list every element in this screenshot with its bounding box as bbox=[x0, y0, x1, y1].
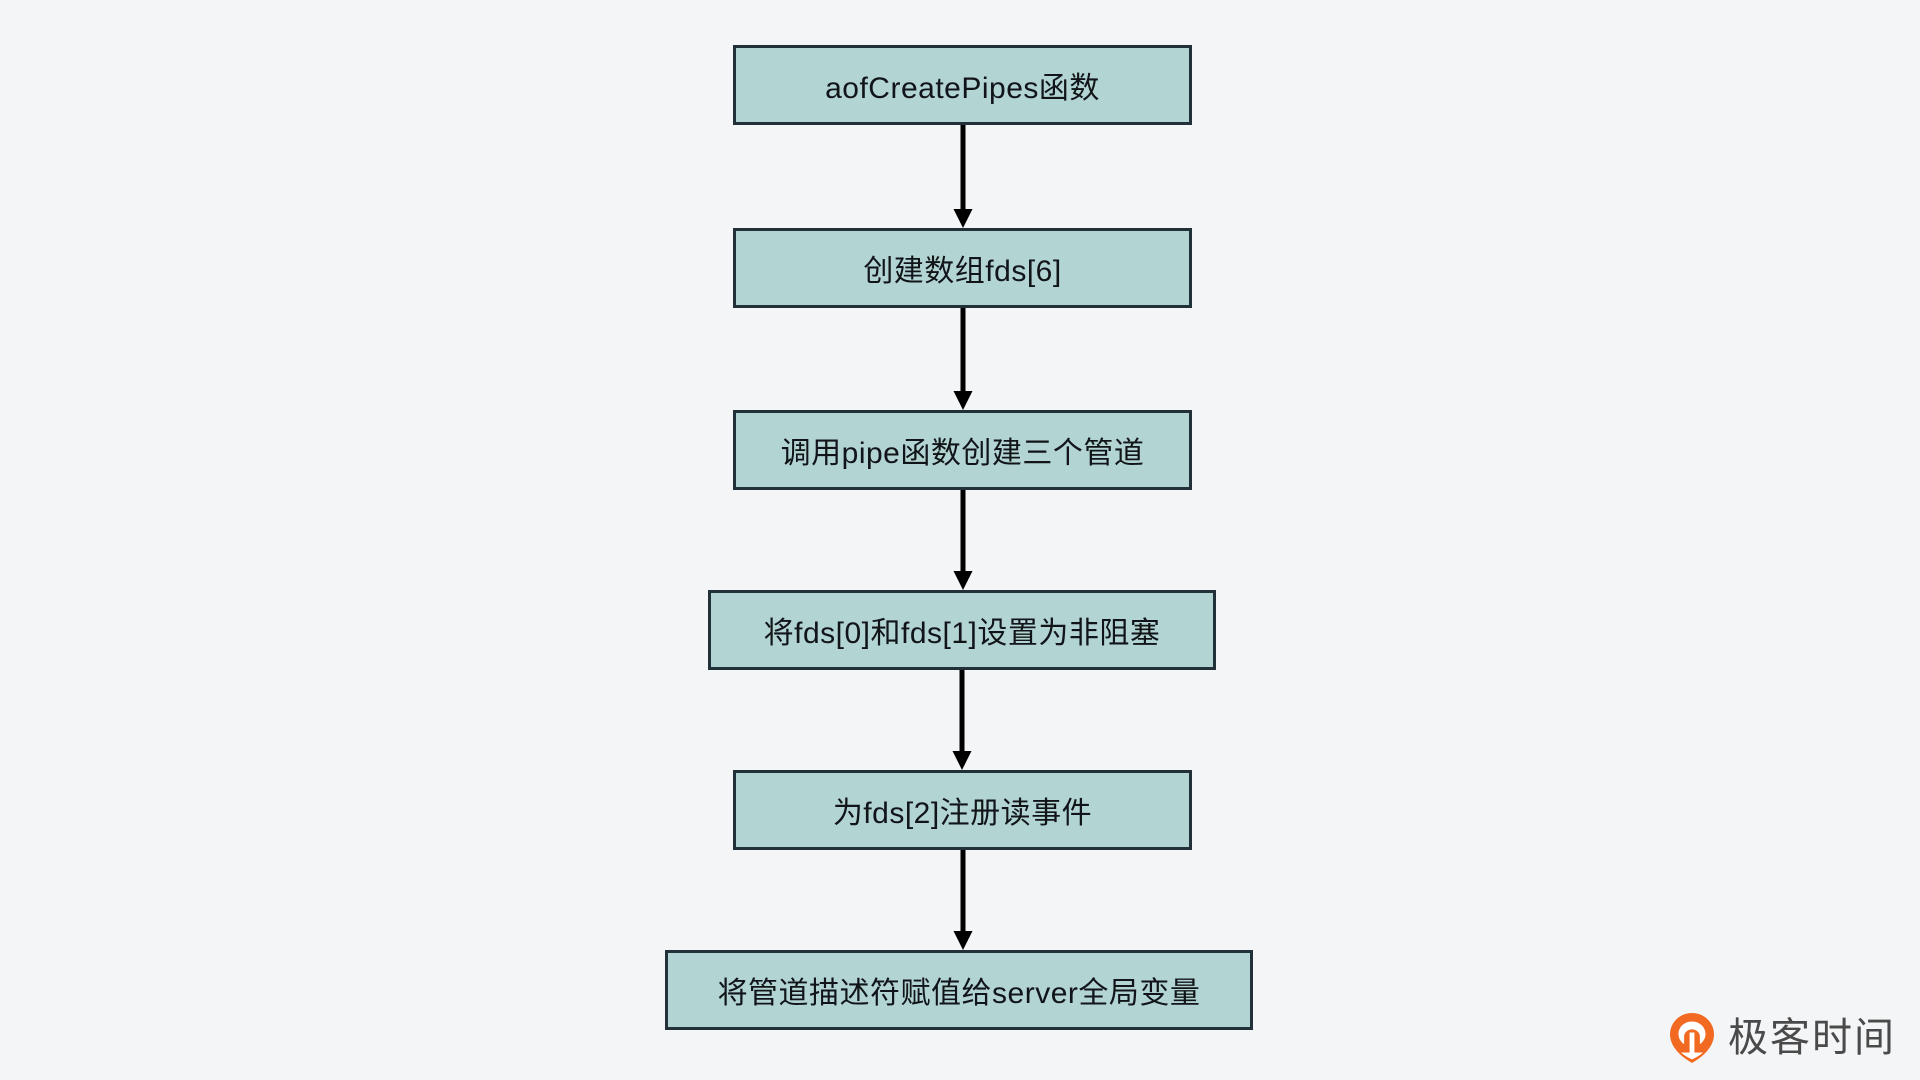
flow-node-n1: aofCreatePipes函数 bbox=[733, 45, 1192, 125]
watermark: 极客时间 bbox=[1668, 1012, 1896, 1064]
flow-node-n3: 调用pipe函数创建三个管道 bbox=[733, 410, 1192, 490]
flow-node-n5: 为fds[2]注册读事件 bbox=[733, 770, 1192, 850]
watermark-brand-text: 极客时间 bbox=[1728, 1016, 1896, 1060]
flow-arrow-e4 bbox=[942, 670, 982, 770]
flow-node-n6: 将管道描述符赋值给server全局变量 bbox=[665, 950, 1253, 1030]
geektime-pin-logo-icon bbox=[1668, 1012, 1716, 1064]
flow-node-n4: 将fds[0]和fds[1]设置为非阻塞 bbox=[708, 590, 1216, 670]
flow-arrow-e1 bbox=[943, 125, 983, 228]
flow-node-n2: 创建数组fds[6] bbox=[733, 228, 1192, 308]
flow-arrow-e5 bbox=[943, 850, 983, 950]
flow-arrow-e3 bbox=[943, 490, 983, 590]
flow-arrow-e2 bbox=[943, 308, 983, 410]
